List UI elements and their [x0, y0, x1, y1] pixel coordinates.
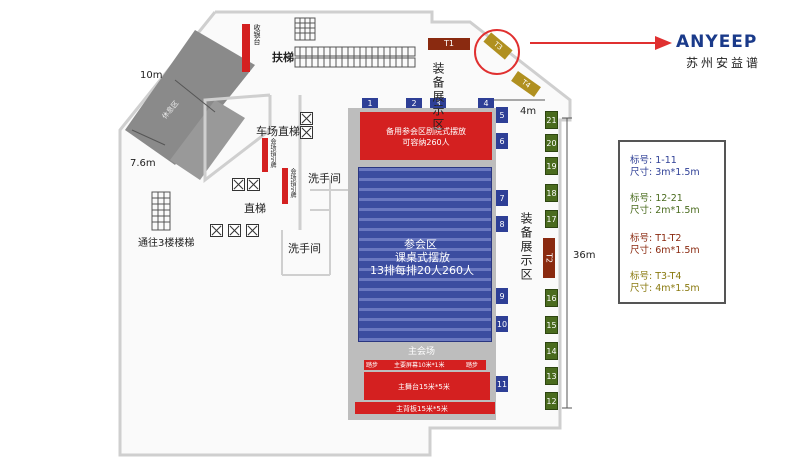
booth-t1-label: T1: [444, 39, 454, 48]
booth-15: 15: [545, 316, 558, 334]
booth-1: 1: [362, 98, 378, 109]
booth-2: 2: [406, 98, 422, 109]
booth-20: 20: [545, 134, 558, 152]
booth-t2-label: T2: [544, 253, 554, 263]
booth-10: 10: [496, 316, 508, 332]
reception-label: 收银台: [253, 24, 261, 45]
legend-1-size: 尺寸: 3m*1.5m: [630, 167, 700, 178]
main-backdrop: [355, 402, 495, 414]
booth-13: 13: [545, 367, 558, 385]
escalator-label: 扶梯: [272, 51, 294, 64]
dim-4m: 4m: [520, 106, 537, 117]
stairs-label: 通往3楼楼梯: [138, 238, 195, 249]
elevator-x-1: [300, 112, 313, 125]
restroom-1-label: 洗手间: [308, 172, 341, 185]
expo-area-top: 装备展示区: [431, 62, 445, 132]
main-screen-label: 主要屏幕10米*1米: [394, 362, 445, 369]
legend-2-id: 标号: 12-21: [630, 193, 683, 204]
legend-4-id: 标号: T3-T4: [630, 271, 682, 282]
reception-desk: [242, 24, 250, 72]
venue-guide-2-label: 会场指引牌: [289, 168, 296, 198]
venue-guide-2: [282, 168, 288, 204]
booth-18: 18: [545, 184, 558, 202]
legend-1-id: 标号: 1-11: [630, 155, 677, 166]
booth-11: 11: [496, 376, 508, 392]
dim-36m: 36m: [573, 250, 596, 261]
main-stage-label: 主舞台15米*5米: [398, 383, 450, 391]
attend-area-capacity: 13排每排20人260人: [370, 264, 474, 277]
booth-4: 4: [478, 98, 494, 109]
elevator-x-3: [232, 178, 245, 191]
legend-2-size: 尺寸: 2m*1.5m: [630, 205, 700, 216]
elevator-x-4: [247, 178, 260, 191]
main-stage: [364, 372, 490, 400]
car-elevator-label: 车场直梯: [256, 125, 300, 138]
venue-guide-1-label: 会场指引牌: [269, 138, 276, 168]
booth-9: 9: [496, 288, 508, 304]
legend-3-size: 尺寸: 6m*1.5m: [630, 245, 700, 256]
attend-area-layout: 课桌式摆放: [395, 251, 450, 264]
elevator-x-2: [300, 126, 313, 139]
elevator-x-5: [210, 224, 223, 237]
dim-7-6m: 7.6m: [130, 158, 156, 169]
booth-t3-label: T3: [492, 40, 504, 52]
venue-guide-1: [262, 138, 268, 172]
booth-16: 16: [545, 289, 558, 307]
booth-5: 5: [496, 107, 508, 123]
booth-21: 21: [545, 111, 558, 129]
booth-3: 3: [430, 98, 446, 109]
booth-19: 19: [545, 157, 558, 175]
elevator-x-6: [228, 224, 241, 237]
dim-10m: 10m: [140, 70, 163, 81]
legend-4-size: 尺寸: 4m*1.5m: [630, 283, 700, 294]
booth-t1: T1: [428, 38, 470, 50]
legend-box: [618, 140, 726, 304]
elevator-label: 直梯: [244, 202, 266, 215]
booth-14: 14: [545, 342, 558, 360]
brand-logo: ANYEEP: [676, 32, 758, 52]
attend-area-title: 参会区: [404, 238, 437, 251]
company-name: 苏州安益谱: [686, 56, 762, 70]
booth-t4-label: T4: [520, 78, 532, 90]
stage-screen: [364, 360, 486, 370]
booth-t2: T2: [543, 238, 555, 278]
attend-area: [358, 167, 492, 342]
main-backdrop-label: 主背板15米*5米: [396, 405, 448, 413]
booth-7: 7: [496, 190, 508, 206]
main-hall-label: 主会场: [408, 347, 436, 357]
stage-step-right: 踏步: [466, 362, 479, 369]
backup-area-label: 备用参会区剧院式摆放 可容纳260人: [386, 127, 466, 147]
booth-6: 6: [496, 133, 508, 149]
restroom-2-label: 洗手间: [288, 242, 321, 255]
legend-3-id: 标号: T1-T2: [630, 233, 682, 244]
expo-area-right: 装备展示区: [519, 212, 533, 282]
booth-17: 17: [545, 210, 558, 228]
stage-step-left: 踏步: [366, 362, 379, 369]
elevator-x-7: [246, 224, 259, 237]
backup-area: [360, 112, 492, 160]
booth-8: 8: [496, 216, 508, 232]
booth-12: 12: [545, 392, 558, 410]
